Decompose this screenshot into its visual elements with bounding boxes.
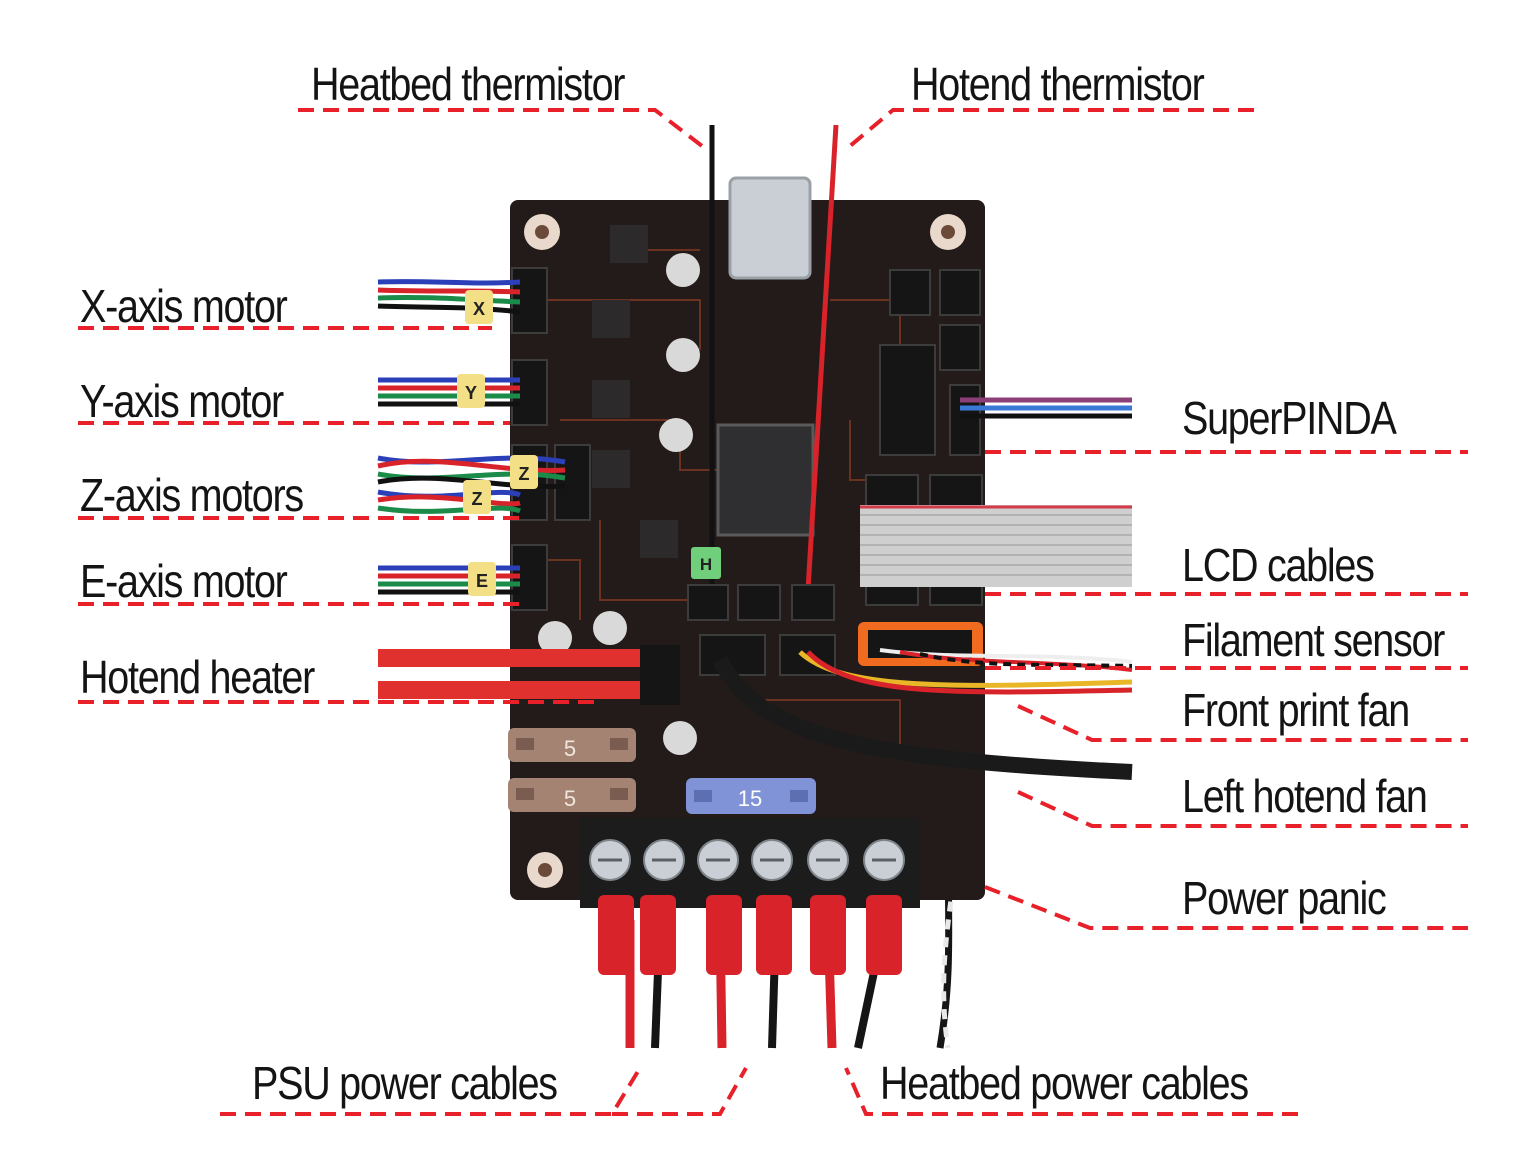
label-hotend-heater: Hotend heater bbox=[80, 651, 315, 703]
superpinda-cable bbox=[960, 397, 1132, 419]
left-hotend-fan-cable bbox=[712, 656, 1133, 780]
callout-power-panic bbox=[984, 885, 1468, 930]
mcu-chip bbox=[716, 423, 815, 537]
fuse-blue bbox=[686, 778, 816, 814]
fuse-brown-2-label: 5 bbox=[564, 786, 576, 811]
label-hotend-thermistor: Hotend thermistor bbox=[911, 58, 1205, 110]
label-e-axis-motor: E-axis motor bbox=[80, 555, 288, 607]
hotend-thermistor-wire bbox=[805, 124, 839, 591]
label-filament-sensor: Filament sensor bbox=[1182, 614, 1445, 666]
e-tag bbox=[468, 562, 496, 596]
x-axis-motor-wires bbox=[377, 279, 521, 315]
label-y-axis-motor: Y-axis motor bbox=[80, 375, 284, 427]
fuse-brown-1 bbox=[508, 728, 636, 762]
callout-front-print-fan bbox=[1017, 704, 1468, 742]
e-tag-text: E bbox=[476, 571, 488, 591]
label-x-axis-motor: X-axis motor bbox=[80, 280, 288, 332]
callout-hotend-thermistor bbox=[848, 108, 1254, 148]
thermistor-tag-text: H bbox=[700, 555, 712, 574]
fuse-blue-label: 15 bbox=[738, 786, 762, 811]
label-heatbed-thermistor: Heatbed thermistor bbox=[311, 58, 625, 110]
label-lcd-cables: LCD cables bbox=[1182, 539, 1375, 591]
usb-connector bbox=[728, 176, 812, 280]
motor-tags: X Y Z Z E bbox=[457, 290, 538, 596]
spade-connectors bbox=[598, 895, 902, 975]
x-tag-text: X bbox=[473, 299, 485, 319]
y-tag bbox=[457, 374, 485, 408]
callout-lines bbox=[78, 108, 1468, 1116]
e-axis-motor-wires bbox=[378, 565, 520, 595]
hotend-heater-cables bbox=[378, 645, 680, 705]
callout-left-hotend-fan bbox=[1017, 790, 1468, 828]
thermistor-tag bbox=[691, 547, 721, 579]
y-tag-text: Y bbox=[465, 383, 477, 403]
z-tag-1-text: Z bbox=[519, 464, 530, 484]
fuse-brown-1-label: 5 bbox=[564, 736, 576, 761]
mounting-holes bbox=[524, 214, 966, 888]
screw-terminal-block bbox=[580, 818, 920, 908]
callout-heatbed-power-cables bbox=[844, 1067, 1298, 1116]
label-psu-power-cables: PSU power cables bbox=[252, 1057, 558, 1109]
front-print-fan-wires bbox=[798, 650, 1133, 695]
z-tag-1 bbox=[510, 455, 538, 489]
z-tag-2 bbox=[463, 480, 491, 514]
lcd-ribbon-cables bbox=[860, 505, 1132, 587]
label-superpinda: SuperPINDA bbox=[1182, 392, 1397, 444]
label-front-print-fan: Front print fan bbox=[1182, 684, 1410, 736]
y-axis-motor-wires bbox=[378, 377, 520, 407]
driver-chips bbox=[592, 225, 678, 558]
label-heatbed-power-cables: Heatbed power cables bbox=[880, 1057, 1249, 1109]
label-left-hotend-fan: Left hotend fan bbox=[1182, 770, 1428, 822]
capacitors bbox=[538, 253, 700, 755]
callout-psu-power-cables-1 bbox=[220, 1066, 642, 1116]
callout-psu-power-cables-2 bbox=[612, 1067, 748, 1116]
label-power-panic: Power panic bbox=[1182, 872, 1387, 924]
fuse-brown-2 bbox=[508, 778, 636, 812]
x-tag bbox=[465, 290, 493, 324]
pcb-board bbox=[510, 200, 985, 900]
label-z-axis-motors: Z-axis motors bbox=[80, 469, 304, 521]
callout-heatbed-thermistor bbox=[298, 108, 704, 148]
z-tag-2-text: Z bbox=[472, 489, 483, 509]
z-axis-motor-wires bbox=[377, 455, 566, 514]
